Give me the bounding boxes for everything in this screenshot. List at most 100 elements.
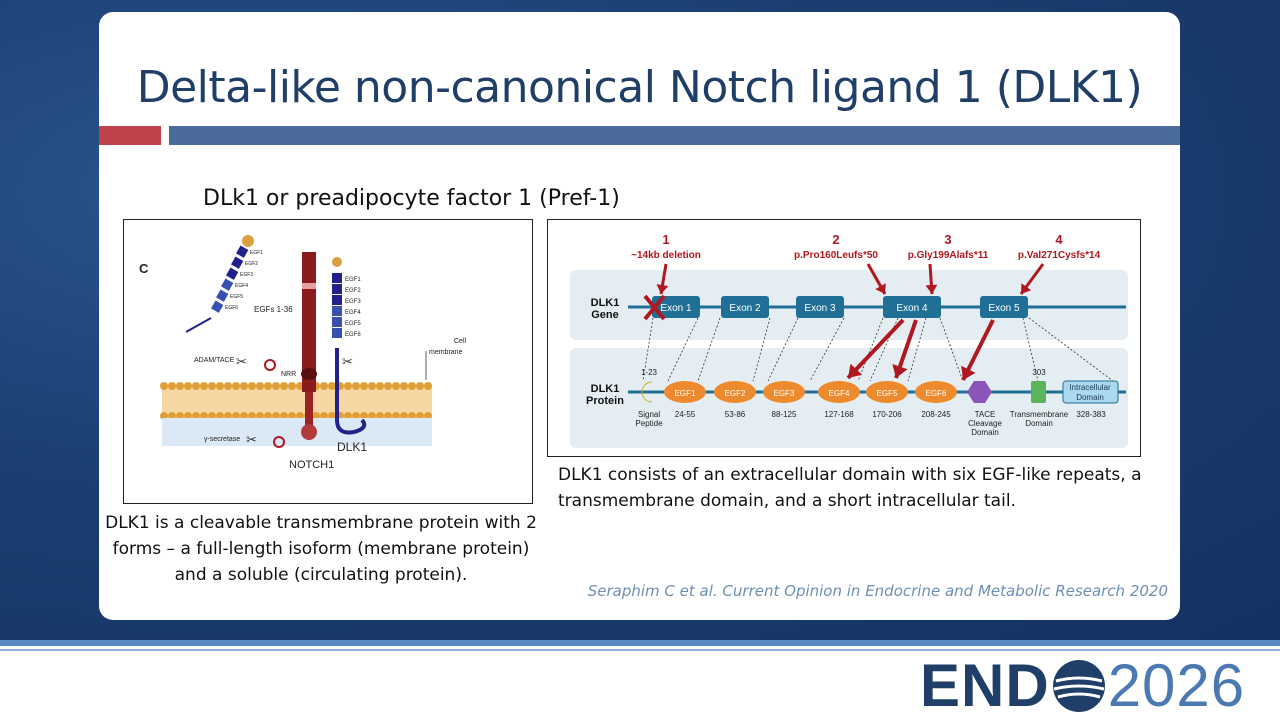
effect-arrow-head <box>961 365 976 380</box>
egf-domain-label: EGF3 <box>774 389 795 398</box>
lipid-head <box>216 382 224 390</box>
tace-label-1: TACE <box>975 410 996 419</box>
inhibit-icon-adam <box>264 359 276 371</box>
tace-label-2: Cleavage <box>968 419 1002 428</box>
egfs-label: EGFs 1-36 <box>254 305 293 314</box>
soluble-egf-block <box>231 256 244 269</box>
dlk1-egf-block <box>332 295 342 305</box>
lipid-head <box>360 382 368 390</box>
soluble-egf-block <box>221 278 234 291</box>
dlk1-egf-block <box>332 306 342 316</box>
lipid-head <box>376 382 384 390</box>
lipid-head <box>344 382 352 390</box>
tm-label-2: Domain <box>1025 419 1053 428</box>
variant-number: 4 <box>1055 232 1063 247</box>
dlk1-egf-block <box>332 317 342 327</box>
connector-line <box>642 317 654 382</box>
egf-domain-label: EGF6 <box>926 389 947 398</box>
ic-label-2: Domain <box>1076 393 1104 402</box>
tm-label-1: Transmembrane <box>1010 410 1069 419</box>
exon-box <box>721 296 769 318</box>
notch1-label: NOTCH1 <box>289 459 334 471</box>
dlk1-egf-label: EGF3 <box>345 299 361 305</box>
exon-box <box>652 296 700 318</box>
dlk1-egf-block <box>332 273 342 283</box>
protein-label-1: DLK1 <box>591 383 620 395</box>
exon-label: Exon 5 <box>988 303 1020 314</box>
egf-range-label: 88-125 <box>772 410 797 419</box>
lipid-head <box>256 382 264 390</box>
lipid-head <box>224 382 232 390</box>
soluble-egf-label: EGF2 <box>245 261 258 267</box>
exon-label: Exon 2 <box>729 303 761 314</box>
egf-domain-shape <box>714 381 756 403</box>
dlk1-egf-label: EGF2 <box>345 288 361 294</box>
dlk1-head <box>332 257 342 267</box>
footer-line-thin <box>0 649 1280 651</box>
gene-label-2: Gene <box>591 309 619 321</box>
effect-arrow-shaft <box>846 318 905 380</box>
egf-domain-shape <box>763 381 805 403</box>
egf-range-label: 170-206 <box>872 410 902 419</box>
egf-domain-shape <box>866 381 908 403</box>
cell-label-1: Cell <box>454 338 467 345</box>
lipid-head <box>264 382 272 390</box>
inhibit-icon-gamma <box>273 436 285 448</box>
variant-label: p.Gly199Alafs*11 <box>908 250 989 261</box>
connector-line <box>697 317 721 382</box>
egf-range-label: 127-168 <box>824 410 854 419</box>
signal-peptide-shape <box>641 381 653 403</box>
egf-range-label: 208-245 <box>921 410 951 419</box>
lipid-head <box>408 382 416 390</box>
notch-nrr <box>301 368 317 380</box>
egf-range-label: 24-55 <box>675 410 696 419</box>
footer-line-thick <box>0 640 1280 646</box>
lipid-head <box>176 382 184 390</box>
lipid-head <box>384 382 392 390</box>
title-accent-blue <box>169 126 1180 145</box>
lipid-heads-top <box>160 382 432 390</box>
egf-domain-shape <box>664 381 706 403</box>
egf-domain-shape <box>915 381 957 403</box>
endo-logo: END 2026 <box>920 656 1245 716</box>
lipid-head <box>328 382 336 390</box>
dlk1-tail <box>335 348 367 435</box>
lipid-head <box>288 382 296 390</box>
slide-subtitle: DLk1 or preadipocyte factor 1 (Pref-1) <box>203 186 620 211</box>
variant-group: 1~14kb deletion2p.Pro160Leufs*503p.Gly19… <box>631 232 1101 295</box>
soluble-egf-label: EGF3 <box>240 272 253 278</box>
connector-line <box>1028 317 1114 382</box>
lipid-head <box>272 382 280 390</box>
exon-label: Exon 4 <box>896 303 928 314</box>
dlk1-egf-label: EGF6 <box>345 332 361 338</box>
scissors-icon-adam: ✂ <box>236 354 247 369</box>
signal-label-2: Peptide <box>635 419 663 428</box>
lipid-head <box>248 382 256 390</box>
lipid-head <box>232 382 240 390</box>
deletion-x-icon <box>643 294 666 321</box>
ic-label-1: Intracellular <box>1069 383 1111 392</box>
tace-label-3: Domain <box>971 428 999 437</box>
variant-arrow-head <box>1021 283 1032 294</box>
logo-end-text: END <box>920 652 1050 719</box>
lipid-head <box>400 382 408 390</box>
egf-domain-label: EGF5 <box>877 389 898 398</box>
notch1-intracellular <box>301 424 317 440</box>
slide: Delta-like non-canonical Notch ligand 1 … <box>99 12 1180 620</box>
cell-label-2: membrane <box>429 349 463 356</box>
transmembrane-shape <box>1031 381 1046 403</box>
dlk1-egf-label: EGF1 <box>345 277 361 283</box>
variant-label: p.Pro160Leufs*50 <box>794 250 878 261</box>
lipid-head <box>192 382 200 390</box>
soluble-egf-block <box>236 245 249 258</box>
variant-arrow-head <box>656 284 669 294</box>
lipid-head <box>352 382 360 390</box>
connector-line <box>869 317 899 382</box>
lipid-head <box>416 382 424 390</box>
connector-line <box>1022 317 1039 382</box>
dlk1-egf-label: EGF4 <box>345 310 361 316</box>
soluble-dlk1-tail <box>185 317 212 333</box>
